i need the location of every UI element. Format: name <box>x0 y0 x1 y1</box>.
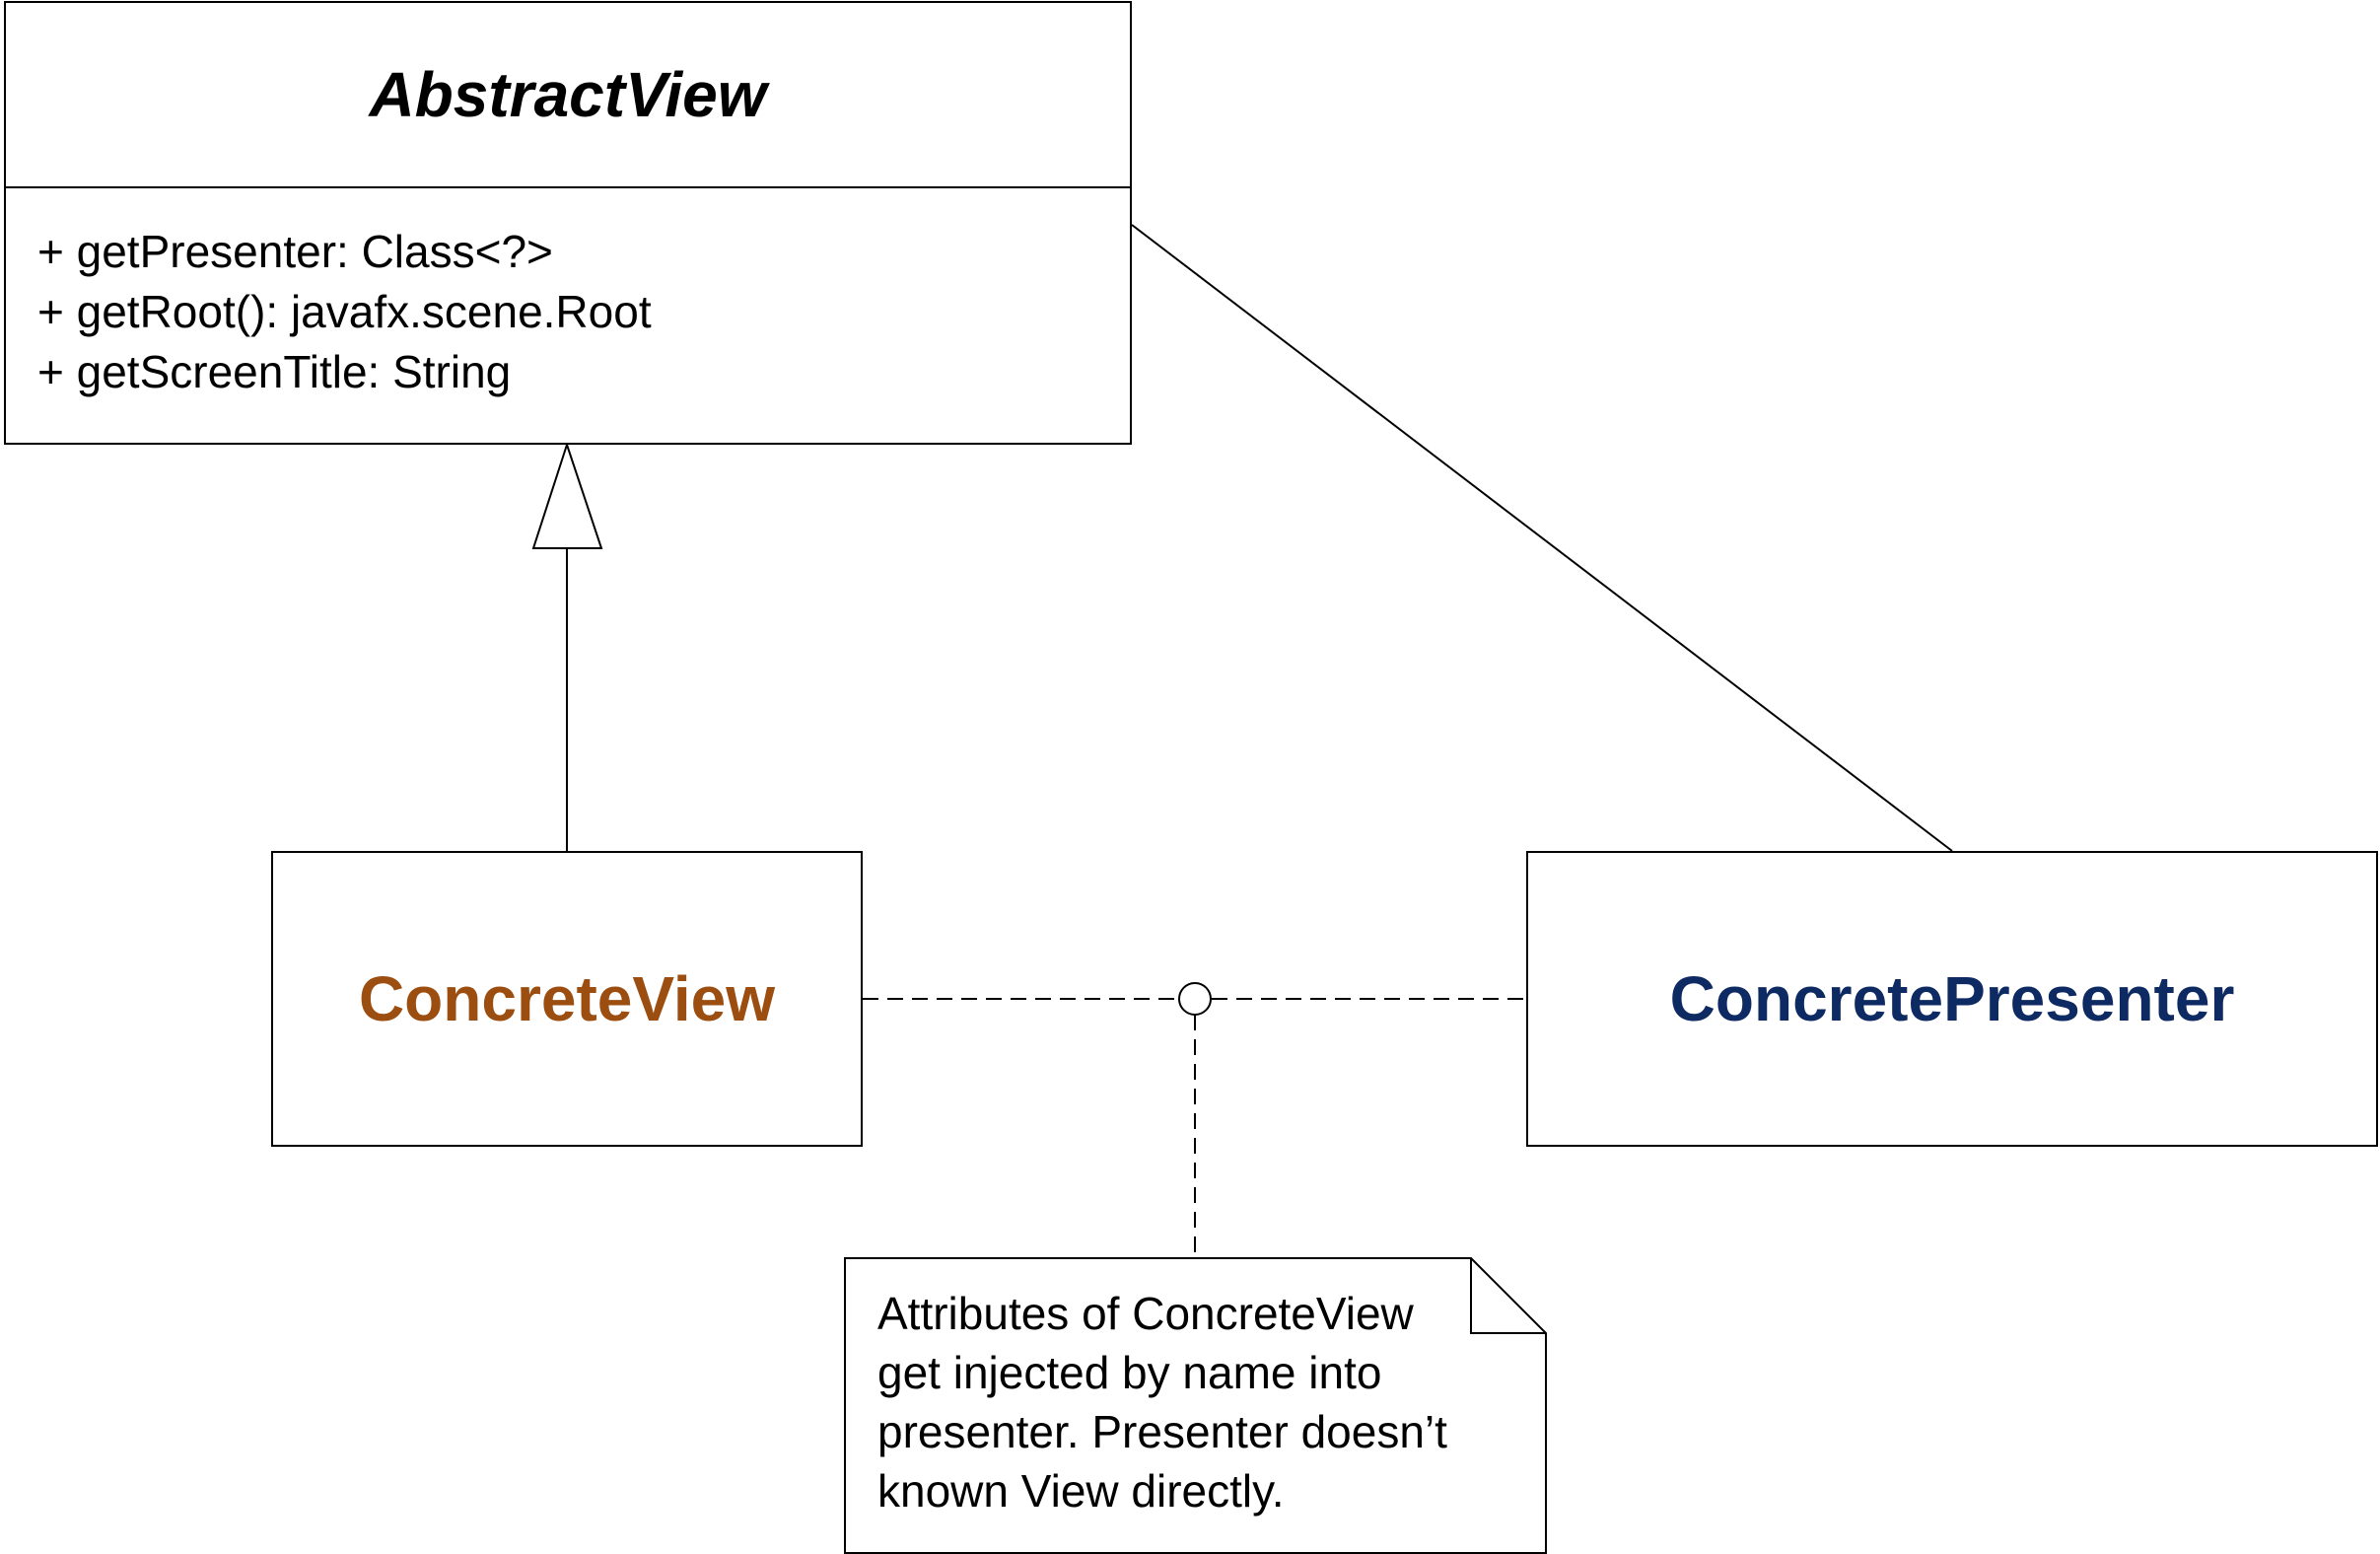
note-line: presenter. Presenter doesn’t <box>877 1406 1447 1457</box>
association-class-anchor-circle <box>1178 982 1212 1016</box>
abstract-view-class: AbstractView + getPresenter: Class<?> + … <box>4 1 1132 445</box>
note-shape <box>844 1257 1547 1554</box>
concrete-view-name: ConcreteView <box>358 963 776 1034</box>
abstract-view-name-compartment: AbstractView <box>6 3 1130 188</box>
operation-get-presenter: + getPresenter: Class<?> <box>37 226 553 277</box>
concrete-view-class: ConcreteView <box>271 851 863 1147</box>
note: Attributes of ConcreteView get injected … <box>877 1284 1528 1520</box>
note-fold <box>1470 1258 1546 1334</box>
operation-get-root: + getRoot(): javafx.scene.Root <box>37 286 652 337</box>
association-line <box>1131 224 1953 852</box>
operation-get-screen-title: + getScreenTitle: String <box>37 346 512 397</box>
note-line: Attributes of ConcreteView <box>877 1288 1414 1339</box>
concrete-presenter-class: ConcretePresenter <box>1526 851 2378 1147</box>
generalization-arrowhead <box>531 441 603 549</box>
abstract-view-name: AbstractView <box>369 59 767 130</box>
concrete-presenter-name: ConcretePresenter <box>1669 963 2235 1034</box>
abstract-view-operations: + getPresenter: Class<?> + getRoot(): ja… <box>6 188 1130 402</box>
note-line: get injected by name into <box>877 1347 1382 1398</box>
note-line: known View directly. <box>877 1465 1285 1517</box>
